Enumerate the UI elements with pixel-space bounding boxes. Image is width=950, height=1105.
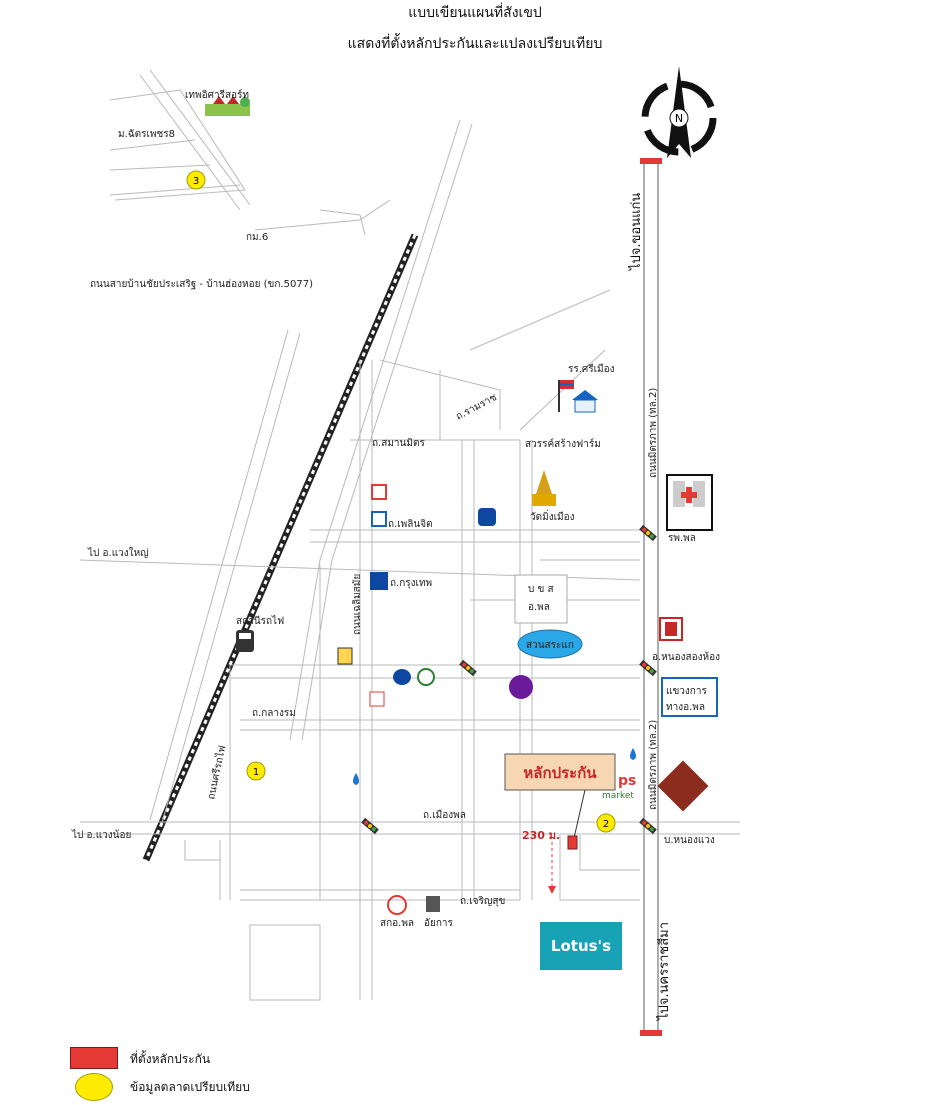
district-logos — [657, 617, 718, 812]
label-moo-chatphet: ม.ฉัตรเพชร8 — [118, 129, 175, 140]
label-road-5077: ถนนสายบ้านชัยประเสริฐ - บ้านฮ่องหอย (ขก.… — [90, 278, 313, 290]
legend-collateral-label: ที่ตั้งหลักประกัน — [130, 1052, 211, 1066]
compass-label: N — [675, 112, 683, 125]
label-mittraphap-top: ถนนมิตรภาพ (ทล.2) — [648, 388, 659, 478]
label-krungthep-rd: ถ.กรุงเทพ — [390, 578, 432, 589]
road-network — [79, 69, 740, 1001]
north-arrow-icon: N — [641, 66, 717, 158]
label-nong-song-hong: อ.หนองสองห้อง — [652, 651, 720, 663]
collateral-callout-label: หลักประกัน — [523, 764, 597, 782]
label-school: รร.ศรีเมือง — [568, 363, 615, 375]
collateral-callout[interactable]: หลักประกัน — [504, 753, 616, 839]
label-a-phon: อ.พล — [528, 602, 550, 613]
label-farm: สวรรค์สร้างฟาร์ม — [525, 438, 601, 450]
label-ramrat-rd: ถ.รามราช — [454, 392, 499, 423]
school-icon — [558, 380, 598, 413]
resort-icon — [205, 96, 250, 116]
comparable-number-2: 2 — [603, 819, 609, 830]
distance-label: 230 ม. — [522, 829, 560, 842]
legend-comparable-swatch — [75, 1073, 113, 1101]
tops-market-logo: ps market — [602, 773, 636, 801]
label-chaloem-rd: ถนนเฉลิมสมัย — [352, 574, 363, 635]
label-station: สถานีรถไฟ — [236, 615, 284, 627]
label-to-waeng-noi: ไป อ.แวงน้อย — [71, 829, 131, 841]
prosecutor-icon — [426, 896, 440, 912]
label-mittraphap-bottom: ถนนมิตรภาพ (ทล.2) — [648, 720, 659, 810]
market-label: market — [602, 791, 634, 801]
label-highway-office-1: แขวงการ — [666, 686, 707, 697]
railway — [142, 233, 419, 862]
label-park: สวนสระแก — [526, 640, 574, 651]
map-title-line2: แสดงที่ตั้งหลักประกันและแปลงเปรียบเทียบ — [347, 36, 603, 52]
map-title-line1: แบบเขียนแผนที่สังเขป — [408, 5, 542, 21]
cooperative-icon — [387, 895, 407, 915]
highway-mittraphap — [640, 158, 662, 1036]
bank-logos — [337, 484, 636, 785]
label-nong-waeng: บ.หนองแวง — [664, 835, 715, 846]
label-phonchit-rd: ถ.เพลินจิต — [388, 519, 433, 530]
bus-terminal-box — [514, 574, 568, 624]
park-pond — [517, 629, 583, 659]
label-ban-khwai: ถ.กลางรม — [252, 708, 296, 719]
legend-collateral-swatch — [70, 1047, 118, 1069]
comparable-number-1: 1 — [253, 767, 259, 778]
label-wat: วัดมิ่งเมือง — [530, 509, 575, 523]
label-mueang-phon-rd: ถ.เมืองพล — [423, 809, 466, 821]
hospital-icon — [666, 474, 713, 531]
collateral-marker[interactable] — [567, 835, 578, 850]
label-railway-rd: ถนนศรีรถไฟ — [205, 744, 228, 800]
label-bks: บ ข ส — [528, 584, 554, 595]
label-prosecutor: อัยการ — [424, 918, 454, 929]
train-icon — [236, 630, 254, 652]
label-resort: เทพอิศารีสอร์ท — [185, 89, 249, 101]
lotus-label: Lotus's — [551, 937, 611, 955]
label-hospital: รพ.พล — [668, 533, 696, 544]
label-to-khon-kaen: ไปจ.ขอนแก่น — [628, 193, 644, 271]
label-km6: กม.6 — [246, 232, 268, 243]
comparable-number-3: 3 — [193, 176, 199, 187]
label-sahakon: สกอ.พล — [380, 918, 414, 929]
traffic-light-icons — [361, 524, 657, 835]
label-highway-office-2: ทางอ.พล — [666, 702, 705, 713]
label-to-nakhon-ratchasima: ไปจ.นครราชสีมา — [656, 922, 672, 1021]
legend-comparable-label: ข้อมูลตลาดเปรียบเทียบ — [130, 1080, 250, 1094]
temple-icon — [532, 470, 556, 506]
label-charoensuk-rd: ถ.เจริญสุข — [460, 896, 505, 907]
label-samanmit-rd: ถ.สมานมิตร — [372, 438, 425, 449]
lotus-store[interactable]: Lotus's — [540, 922, 622, 970]
comparable-marker-1[interactable]: 1 — [246, 761, 266, 781]
tops-label: ps — [618, 773, 636, 789]
label-to-waeng-yai: ไป อ.แวงใหญ่ — [87, 547, 149, 559]
comparable-marker-3[interactable]: 3 — [186, 170, 206, 190]
comparable-marker-2[interactable]: 2 — [596, 813, 616, 833]
